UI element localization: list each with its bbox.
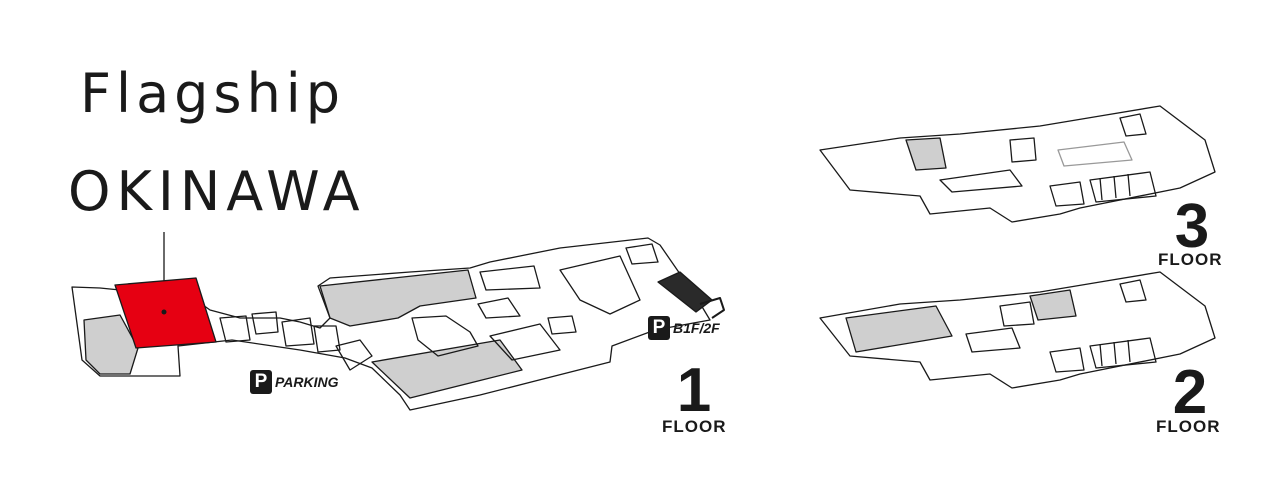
- floor-3-label: FLOOR: [1158, 250, 1223, 269]
- parking-floors-label: B1F/2F: [673, 320, 720, 336]
- floor1-gray-left: [83, 314, 139, 375]
- title-okinawa: OKINAWA: [68, 160, 366, 223]
- parking-badge: P PARKING: [250, 370, 339, 394]
- shop-marker: [161, 309, 167, 315]
- floor-2-number: 2: [1172, 358, 1208, 427]
- floor1-outline: [71, 237, 711, 411]
- floor3-outline: [819, 105, 1216, 223]
- floor-1-number: 1: [676, 356, 712, 425]
- floor-1-label: FLOOR: [662, 417, 727, 436]
- parking-icon: P: [648, 316, 670, 340]
- floor2-gray-right: [1029, 289, 1077, 321]
- floor2-outline: [819, 271, 1216, 389]
- escalator: [657, 271, 713, 313]
- floor-3-number: 3: [1174, 192, 1210, 261]
- floor2-gray-left: [845, 305, 953, 353]
- parking-b1f-badge: P B1F/2F: [648, 316, 720, 340]
- parking-label: PARKING: [275, 374, 339, 390]
- parking-icon: P: [250, 370, 272, 394]
- floor-2-label: FLOOR: [1156, 417, 1221, 436]
- title-flagship: Flagship: [80, 62, 346, 125]
- floor1-gray-top: [319, 269, 477, 327]
- floor1-gray-bottom: [371, 339, 523, 399]
- floor3-gray: [905, 137, 947, 171]
